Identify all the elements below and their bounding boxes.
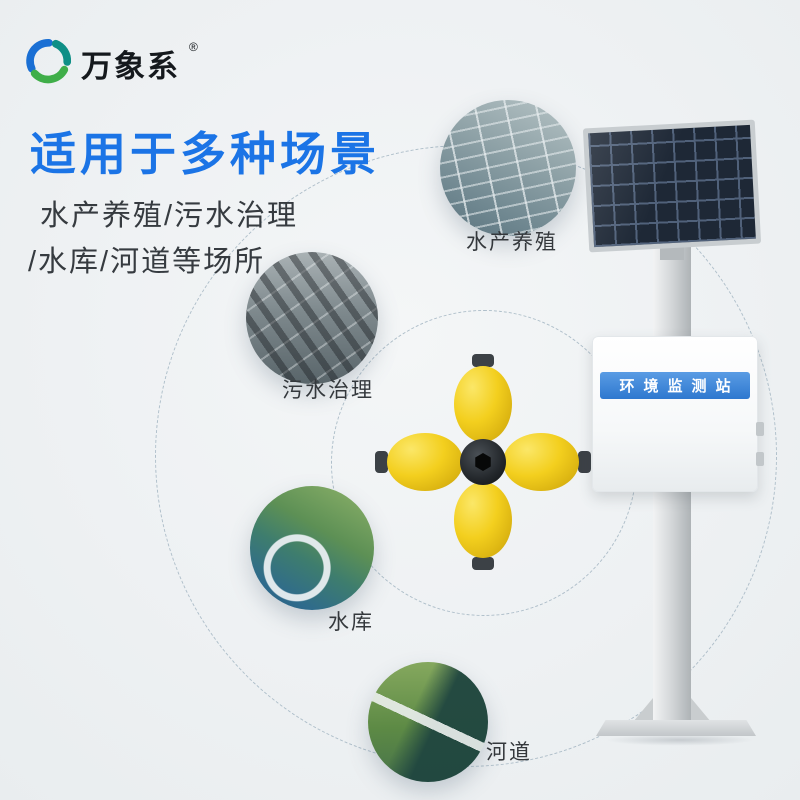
scenario-photo-aquaculture <box>440 100 576 236</box>
station-label-strip: 环境监测站 <box>600 372 750 399</box>
solar-panel <box>582 119 762 253</box>
station-base-gusset-right <box>691 698 711 722</box>
scenario-photo-river <box>368 662 488 782</box>
headline-title: 适用于多种场景 <box>30 128 380 180</box>
cabinet-hinge-bottom <box>756 452 764 466</box>
buoy-cap-left <box>375 451 388 473</box>
scenario-label-sewage: 污水治理 <box>282 379 374 402</box>
brand-logo-text: 万象系 <box>81 49 180 84</box>
brand-logo: 万象系 ® <box>26 38 198 89</box>
station-ground-shadow <box>578 732 782 748</box>
water-quality-buoy <box>373 352 593 572</box>
scenario-label-river: 河道 <box>486 741 532 764</box>
scenario-photo-sewage <box>246 252 378 384</box>
buoy-cap-bottom <box>472 557 494 570</box>
buoy-float-left <box>387 433 463 491</box>
scenario-label-reservoir: 水库 <box>328 611 374 634</box>
buoy-center-hub <box>460 439 506 485</box>
buoy-float-bottom <box>454 482 512 558</box>
buoy-cap-right <box>578 451 591 473</box>
buoy-cap-top <box>472 354 494 367</box>
cabinet-hinge-top <box>756 422 764 436</box>
buoy-float-right <box>503 433 579 491</box>
brand-logo-icon <box>26 38 72 89</box>
station-cabinet: 环境监测站 <box>592 336 764 492</box>
registered-mark: ® <box>189 40 198 54</box>
scenario-label-aquaculture: 水产养殖 <box>466 231 558 254</box>
subtitle-line-2: /水库/河道等场所 <box>28 246 266 278</box>
scenario-photo-reservoir <box>250 486 374 610</box>
station-base-plate <box>596 720 756 736</box>
subtitle-line-1: 水产养殖/污水治理 <box>40 200 299 232</box>
buoy-float-top <box>454 366 512 442</box>
